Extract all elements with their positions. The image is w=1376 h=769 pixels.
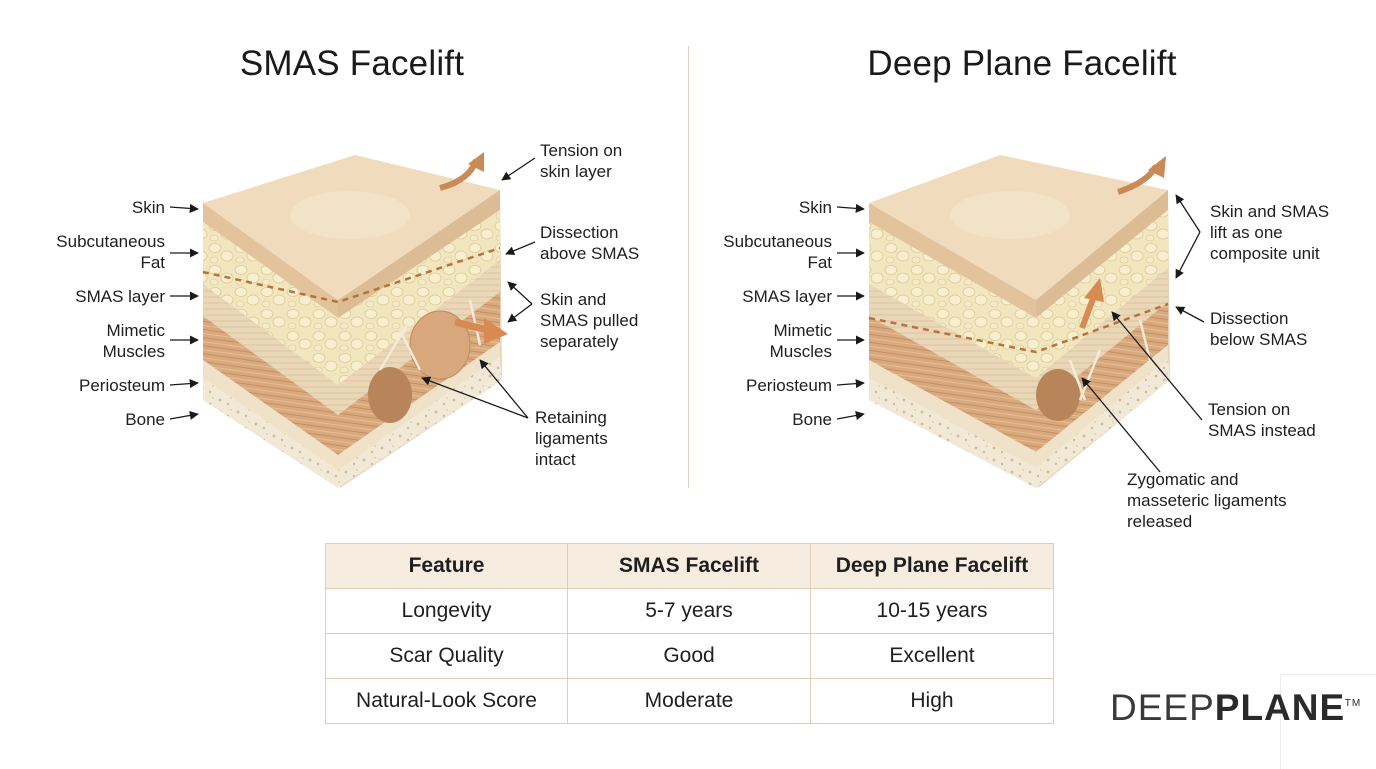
label-line: SMAS pulled [540, 310, 638, 331]
label-line: Muscles [40, 341, 165, 362]
tension-on-skin-callout: Tension on skin layer [540, 140, 622, 182]
column-header: Feature [326, 544, 568, 589]
table-cell: Scar Quality [326, 634, 568, 679]
deep-plane-tissue-block [869, 155, 1170, 488]
label-line: Subcutaneous [697, 231, 832, 252]
column-header: Deep Plane Facelift [811, 544, 1054, 589]
subcutaneous-fat-label: Subcutaneous Fat [30, 231, 165, 273]
label-line: skin layer [540, 161, 622, 182]
composite-unit-callout: Skin and SMAS lift as one composite unit [1210, 201, 1329, 264]
label-line: lift as one [1210, 222, 1329, 243]
label-line: composite unit [1210, 243, 1329, 264]
label-line: Fat [30, 252, 165, 273]
table-cell: 5-7 years [568, 589, 811, 634]
trademark-mark: TM [1345, 684, 1361, 724]
table-cell: Excellent [811, 634, 1054, 679]
label-line: Retaining [535, 407, 608, 428]
skin-label: Skin [60, 197, 165, 218]
label-line: Mimetic [40, 320, 165, 341]
mimetic-muscles-label: Mimetic Muscles [40, 320, 165, 362]
column-header: SMAS Facelift [568, 544, 811, 589]
table-row: Longevity 5-7 years 10-15 years [326, 589, 1054, 634]
label-line: above SMAS [540, 243, 639, 264]
table-cell: Moderate [568, 679, 811, 724]
logo-word-deep: DEEP [1110, 687, 1215, 728]
retaining-ligaments-callout: Retaining ligaments intact [535, 407, 608, 470]
bone-label: Bone [707, 409, 832, 430]
label-line: ligaments [535, 428, 608, 449]
table-cell: Good [568, 634, 811, 679]
label-line: masseteric ligaments [1127, 490, 1287, 511]
label-line: below SMAS [1210, 329, 1307, 350]
dissection-below-smas-callout: Dissection below SMAS [1210, 308, 1307, 350]
table-cell: 10-15 years [811, 589, 1054, 634]
label-line: Tension on [1208, 399, 1316, 420]
table-header-row: Feature SMAS Facelift Deep Plane Facelif… [326, 544, 1054, 589]
smas-layer-label: SMAS layer [707, 286, 832, 307]
label-line: Tension on [540, 140, 622, 161]
label-line: intact [535, 449, 608, 470]
label-line: Dissection [1210, 308, 1307, 329]
bone-label: Bone [40, 409, 165, 430]
table-cell: High [811, 679, 1054, 724]
subcutaneous-fat-label: Subcutaneous Fat [697, 231, 832, 273]
label-line: Skin and SMAS [1210, 201, 1329, 222]
table-cell: Natural-Look Score [326, 679, 568, 724]
label-line: SMAS instead [1208, 420, 1316, 441]
label-line: Skin and [540, 289, 638, 310]
pulled-separately-callout: Skin and SMAS pulled separately [540, 289, 638, 352]
label-line: released [1127, 511, 1287, 532]
table-cell: Longevity [326, 589, 568, 634]
periosteum-label: Periosteum [40, 375, 165, 396]
table-row: Natural-Look Score Moderate High [326, 679, 1054, 724]
skin-label: Skin [727, 197, 832, 218]
label-line: Fat [697, 252, 832, 273]
label-line: Zygomatic and [1127, 469, 1287, 490]
label-line: Subcutaneous [30, 231, 165, 252]
table-row: Scar Quality Good Excellent [326, 634, 1054, 679]
logo-word-plane: PLANE [1215, 687, 1345, 728]
dissection-above-smas-callout: Dissection above SMAS [540, 222, 639, 264]
ligaments-released-callout: Zygomatic and masseteric ligaments relea… [1127, 469, 1287, 532]
label-line: Dissection [540, 222, 639, 243]
smas-tissue-block [203, 152, 508, 488]
periosteum-label: Periosteum [707, 375, 832, 396]
smas-layer-label: SMAS layer [40, 286, 165, 307]
comparison-table: Feature SMAS Facelift Deep Plane Facelif… [325, 543, 1054, 724]
label-line: Muscles [707, 341, 832, 362]
mimetic-muscles-label: Mimetic Muscles [707, 320, 832, 362]
tension-on-smas-callout: Tension on SMAS instead [1208, 399, 1316, 441]
label-line: Mimetic [707, 320, 832, 341]
label-line: separately [540, 331, 638, 352]
